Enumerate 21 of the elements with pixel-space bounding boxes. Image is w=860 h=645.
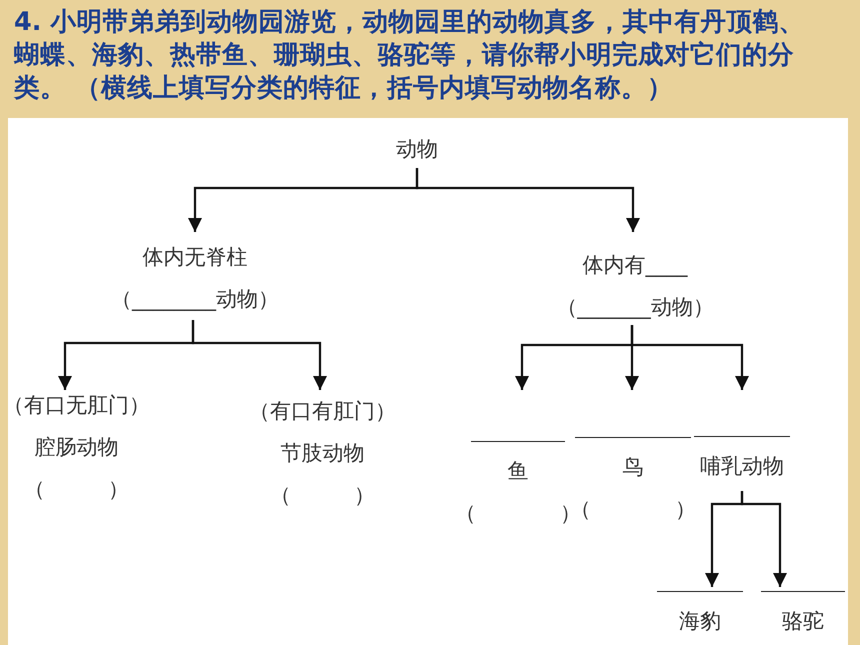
answer-blank: （ ） bbox=[24, 476, 129, 503]
arrow bbox=[740, 491, 787, 587]
answer-blank: （________动物） bbox=[111, 286, 279, 313]
category-label: 腔肠动物 bbox=[34, 434, 118, 461]
category-label: 体内有____ bbox=[582, 252, 688, 279]
arrow bbox=[630, 325, 749, 390]
answer-blank: （_______动物） bbox=[556, 294, 714, 321]
category-label: 鸟 bbox=[622, 454, 644, 481]
animal-label: 骆驼 bbox=[782, 608, 824, 635]
arrow bbox=[192, 320, 327, 390]
category-label: 鱼 bbox=[508, 458, 528, 485]
category-label: 节肢动物 bbox=[280, 440, 364, 467]
category-label: （有口有肛门） bbox=[249, 398, 396, 425]
question-text: 4. 小明带弟弟到动物园游览，动物园里的动物真多，其中有丹顶鹤、蝴蝶、海豹、热带鱼、珊瑚虫、骆驼等，请你帮小明完成对它们的分类。 （横线上填写分类的特征，括号内填写动物名称。） bbox=[14, 6, 806, 105]
arrow bbox=[416, 168, 640, 232]
category-label: 体内无脊柱 bbox=[142, 244, 248, 271]
animal-label: 海豹 bbox=[679, 608, 721, 635]
category-label: （有口无肛门） bbox=[3, 392, 150, 419]
answer-blank: （ ） bbox=[270, 482, 375, 509]
category-label: 哺乳动物 bbox=[700, 453, 784, 480]
node-label: 动物 bbox=[396, 136, 438, 163]
